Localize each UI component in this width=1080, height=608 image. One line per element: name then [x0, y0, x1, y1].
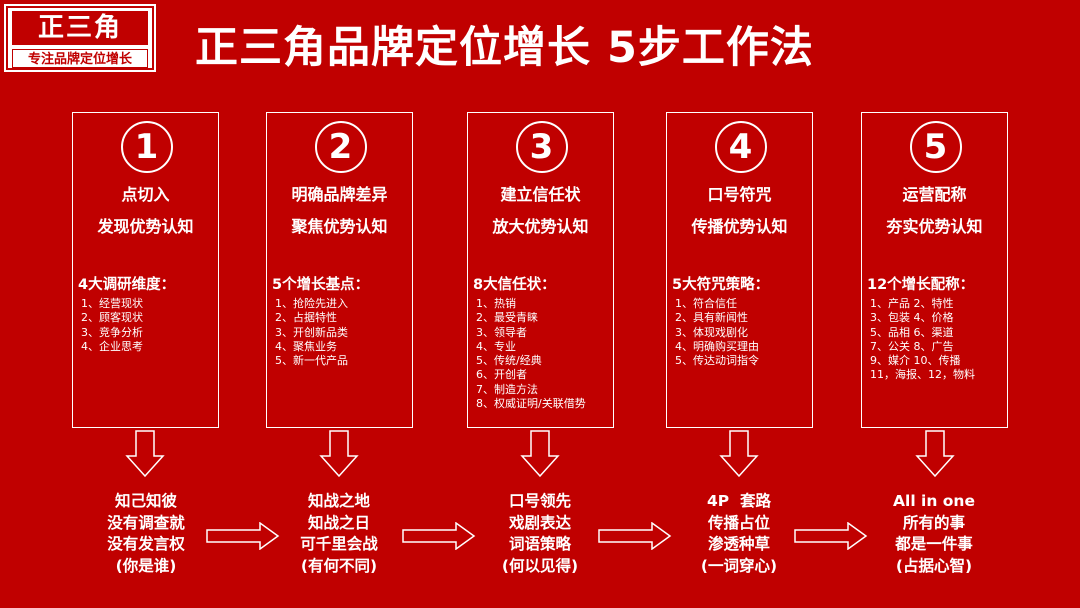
step-title: 点切入: [121, 185, 170, 204]
list-item: 5、传统/经典: [476, 354, 542, 368]
list-item: 1、经营现状: [81, 297, 143, 310]
outcome-line: 都是一件事: [895, 535, 973, 553]
list-item: 3、开创新品类: [275, 325, 348, 339]
step-list: 1、产品 2、特性 3、包装 4、价格 5、品相 6、渠道 7、公关 8、广告 …: [870, 297, 1005, 383]
step-subtitle: 发现优势认知: [97, 217, 194, 236]
list-item: 6、开创者: [476, 368, 527, 382]
list-item: 2、顾客现状: [81, 311, 143, 325]
list-item: 1、产品 2、特性: [870, 297, 954, 310]
down-arrow-icon: [125, 430, 165, 478]
step-list-title: 4大调研维度：: [78, 277, 176, 293]
outcome-line: 没有调查就: [107, 513, 185, 532]
outcome-line: 所有的事: [902, 513, 965, 532]
list-item: 1、抢险先进入: [275, 297, 348, 310]
list-item: 3、体现戏剧化: [675, 325, 748, 339]
list-item: 8、权威证明/关联借势: [476, 397, 586, 411]
outcome-line: (一词穿心): [700, 556, 778, 575]
step-number-circle: 5: [909, 121, 962, 173]
step-list: 1、抢险先进入 2、占据特性 3、开创新品类 4、聚焦业务 5、新一代产品: [275, 297, 410, 368]
step-title: 建立信任状: [500, 185, 581, 204]
list-item: 7、公关 8、广告: [870, 339, 954, 353]
right-arrow-icon: [206, 522, 280, 550]
down-arrow-icon: [719, 430, 759, 478]
step-number-circle: 2: [314, 121, 367, 173]
down-arrow-icon: [520, 430, 560, 478]
list-item: 1、符合信任: [675, 297, 737, 310]
outcome-line: (占据心智): [895, 556, 973, 575]
list-item: 4、专业: [476, 339, 516, 353]
outcome-line: 知战之日: [307, 513, 370, 532]
step-outcome-2: 知战之地 知战之日 可千里会战 (有何不同): [259, 491, 419, 577]
step-list: 1、经营现状 2、顾客现状 3、竞争分析 4、企业思考: [81, 297, 216, 354]
list-item: 2、占据特性: [275, 311, 337, 325]
step-subtitle: 传播优势认知: [691, 217, 788, 236]
logo: 正三角 专注品牌定位增长: [4, 4, 156, 72]
step-list-title: 5大符咒策略：: [672, 277, 770, 293]
list-item: 4、企业思考: [81, 339, 143, 353]
list-item: 2、最受青睐: [476, 311, 538, 325]
outcome-line: 4P 套路: [707, 492, 771, 510]
outcome-line: (你是谁): [115, 556, 177, 575]
outcome-line: 没有发言权: [107, 535, 185, 553]
step-number-circle: 4: [714, 121, 767, 173]
list-item: 3、包装 4、价格: [870, 311, 954, 325]
outcome-line: 知己知彼: [114, 492, 177, 510]
outcome-line: 戏剧表达: [508, 513, 571, 532]
list-item: 4、明确购买理由: [675, 339, 759, 353]
list-item: 2、具有新闻性: [675, 311, 748, 325]
step-number-circle: 3: [515, 121, 568, 173]
step-list-title: 8大信任状：: [473, 277, 556, 293]
outcome-line: 渗透种草: [707, 535, 770, 553]
step-outcome-3: 口号领先 戏剧表达 词语策略 (何以见得): [460, 491, 620, 577]
list-item: 11，海报、12，物料: [870, 368, 975, 382]
step-card-5: 5 运营配称 夯实优势认知 12个增长配称： 1、产品 2、特性 3、包装 4、…: [861, 112, 1008, 428]
down-arrow-icon: [915, 430, 955, 478]
step-title: 口号符咒: [707, 185, 772, 204]
right-arrow-icon: [598, 522, 672, 550]
step-list: 1、符合信任 2、具有新闻性 3、体现戏剧化 4、明确购买理由 5、传达动词指令: [675, 297, 810, 368]
step-title: 明确品牌差异: [291, 185, 388, 204]
step-card-3: 3 建立信任状 放大优势认知 8大信任状： 1、热销 2、最受青睐 3、领导者 …: [467, 112, 614, 428]
outcome-line: All in one: [893, 492, 975, 510]
page-title: 正三角品牌定位增长 5步工作法: [195, 23, 814, 73]
step-card-1: 1 点切入 发现优势认知 4大调研维度： 1、经营现状 2、顾客现状 3、竞争分…: [72, 112, 219, 428]
outcome-line: 可千里会战: [300, 535, 378, 553]
list-item: 3、领导者: [476, 325, 527, 339]
logo-sub-text: 专注品牌定位增长: [12, 49, 148, 68]
outcome-line: 传播占位: [707, 513, 770, 532]
outcome-line: (有何不同): [300, 556, 378, 575]
outcome-line: 知战之地: [307, 492, 370, 510]
step-card-4: 4 口号符咒 传播优势认知 5大符咒策略： 1、符合信任 2、具有新闻性 3、体…: [666, 112, 813, 428]
step-list-title: 12个增长配称：: [867, 277, 975, 293]
step-outcome-5: All in one 所有的事 都是一件事 (占据心智): [854, 491, 1014, 577]
step-outcome-4: 4P 套路 传播占位 渗透种草 (一词穿心): [659, 491, 819, 577]
right-arrow-icon: [402, 522, 476, 550]
step-outcome-1: 知己知彼 没有调查就 没有发言权 (你是谁): [66, 491, 226, 577]
list-item: 5、传达动词指令: [675, 354, 759, 368]
list-item: 1、热销: [476, 297, 516, 310]
list-item: 4、聚焦业务: [275, 339, 337, 353]
list-item: 3、竞争分析: [81, 325, 143, 339]
step-title: 运营配称: [902, 185, 967, 204]
list-item: 7、制造方法: [476, 382, 538, 396]
step-list-title: 5个增长基点：: [272, 277, 370, 293]
down-arrow-icon: [319, 430, 359, 478]
logo-main-text: 正三角: [12, 11, 148, 45]
step-subtitle: 夯实优势认知: [886, 217, 983, 236]
outcome-line: (何以见得): [501, 556, 579, 575]
step-card-2: 2 明确品牌差异 聚焦优势认知 5个增长基点： 1、抢险先进入 2、占据特性 3…: [266, 112, 413, 428]
outcome-line: 口号领先: [508, 492, 571, 510]
step-subtitle: 聚焦优势认知: [291, 217, 388, 236]
list-item: 5、品相 6、渠道: [870, 325, 954, 339]
list-item: 5、新一代产品: [275, 354, 348, 368]
step-number-circle: 1: [120, 121, 173, 173]
step-subtitle: 放大优势认知: [492, 217, 589, 236]
right-arrow-icon: [794, 522, 868, 550]
list-item: 9、媒介 10、传播: [870, 354, 961, 368]
outcome-line: 词语策略: [508, 535, 571, 553]
step-list: 1、热销 2、最受青睐 3、领导者 4、专业 5、传统/经典 6、开创者 7、制…: [476, 297, 611, 411]
